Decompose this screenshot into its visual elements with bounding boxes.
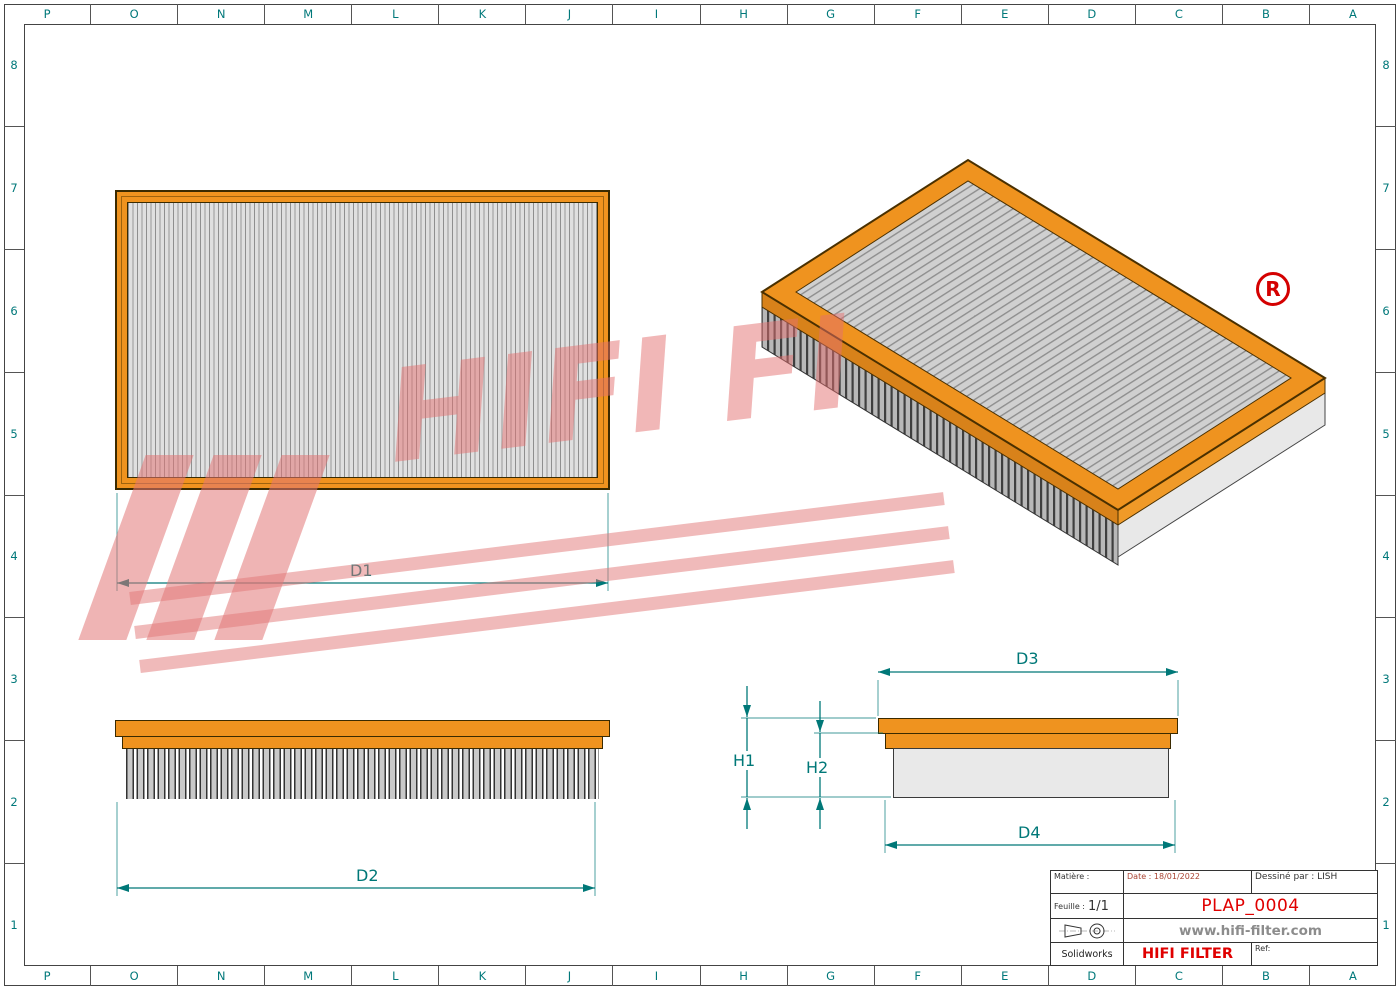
dimension-label-h1: H1: [729, 751, 760, 770]
part-number: PLAP_0004: [1123, 893, 1377, 918]
grid-column-label: C: [1134, 966, 1222, 986]
top-view: [115, 190, 610, 490]
grid-column-label: D: [1047, 966, 1135, 986]
grid-row-label: 4: [4, 494, 24, 618]
grid-column-label: K: [438, 4, 525, 24]
grid-column-label: K: [438, 966, 525, 986]
grid-row-label: 6: [1376, 248, 1396, 372]
grid-row-label: 5: [1376, 371, 1396, 495]
sheet-value: 1/1: [1087, 898, 1109, 914]
material-label: Matière :: [1054, 872, 1090, 881]
grid-column-label: E: [960, 4, 1048, 24]
grid-row-label: 6: [4, 248, 24, 372]
grid-column-label: L: [351, 4, 438, 24]
date-field: Date : 18/01/2022: [1123, 871, 1251, 893]
sheet-field: Feuille : 1/1: [1051, 893, 1123, 918]
grid-row-label: 3: [4, 617, 24, 740]
grid-column-label: J: [525, 4, 612, 24]
grid-row-label: 8: [10, 57, 18, 72]
grid-column-label: P: [43, 7, 51, 21]
projection-symbol-icon: [1051, 918, 1123, 942]
grid-column-label: C: [1134, 4, 1222, 24]
grid-row-label: 2: [4, 740, 24, 863]
front-view-pleats: [126, 749, 599, 799]
grid-column-label: E: [960, 966, 1048, 986]
grid-column-label: B: [1221, 4, 1309, 24]
grid-row-label: 3: [1376, 617, 1396, 740]
grid-row-label: 1: [4, 863, 24, 986]
registered-trademark-icon: R: [1256, 272, 1290, 306]
grid-row-label: 7: [4, 125, 24, 249]
grid-column-label: D: [1047, 4, 1135, 24]
dimension-label-d4: D4: [1014, 823, 1045, 842]
front-view-frame-lip: [122, 736, 603, 749]
grid-column-label: F: [873, 966, 961, 986]
grid-column-label: M: [264, 4, 351, 24]
grid-column-label: A: [1308, 966, 1396, 986]
grid-column-label: F: [873, 4, 961, 24]
dimension-label-d3: D3: [1012, 649, 1043, 668]
sheet-inner-border: [24, 24, 1376, 966]
grid-column-label: O: [90, 966, 177, 986]
side-view-frame-lip: [885, 733, 1171, 749]
top-view-pleats: [127, 202, 598, 478]
side-view-frame-top: [878, 718, 1178, 734]
projection-symbol-graphic: [1059, 923, 1115, 938]
grid-row-label: 1: [1376, 863, 1396, 986]
brand-label: HIFI FILTER: [1123, 942, 1251, 965]
grid-column-label: A: [1308, 4, 1396, 24]
grid-column-label: P: [43, 969, 51, 983]
grid-row-label: 7: [1376, 125, 1396, 249]
dimension-label-d2: D2: [352, 866, 383, 885]
website: www.hifi-filter.com: [1123, 918, 1377, 942]
grid-column-label: N: [177, 4, 264, 24]
top-view-frame-line: [121, 196, 604, 484]
sheet-label: Feuille :: [1054, 901, 1085, 911]
grid-row-label: 8: [1382, 57, 1390, 72]
grid-column-label: N: [177, 966, 264, 986]
grid-column-label: G: [786, 4, 874, 24]
grid-column-label: G: [786, 966, 874, 986]
grid-column-label: J: [525, 966, 612, 986]
ref-label: Ref:: [1251, 942, 1377, 965]
grid-column-label: H: [699, 4, 787, 24]
front-view-frame-top: [115, 720, 610, 737]
grid-column-label: M: [264, 966, 351, 986]
registered-trademark-letter: R: [1265, 277, 1281, 301]
grid-row-label: 5: [4, 371, 24, 495]
dimension-label-d1: D1: [346, 561, 377, 580]
drawn-by-field: Dessiné par : LISH: [1251, 871, 1377, 893]
grid-column-label: B: [1221, 966, 1309, 986]
grid-row-label: 4: [1376, 494, 1396, 618]
grid-row-label: 2: [1376, 740, 1396, 863]
grid-column-label: I: [612, 4, 699, 24]
grid-column-label: I: [612, 966, 699, 986]
side-view-body: [893, 748, 1169, 798]
title-block: Matière : Date : 18/01/2022 Dessiné par …: [1050, 870, 1378, 966]
grid-column-label: O: [90, 4, 177, 24]
grid-column-label: L: [351, 966, 438, 986]
dimension-label-h2: H2: [802, 758, 833, 777]
software-label: Solidworks: [1051, 942, 1123, 965]
grid-column-label: H: [699, 966, 787, 986]
